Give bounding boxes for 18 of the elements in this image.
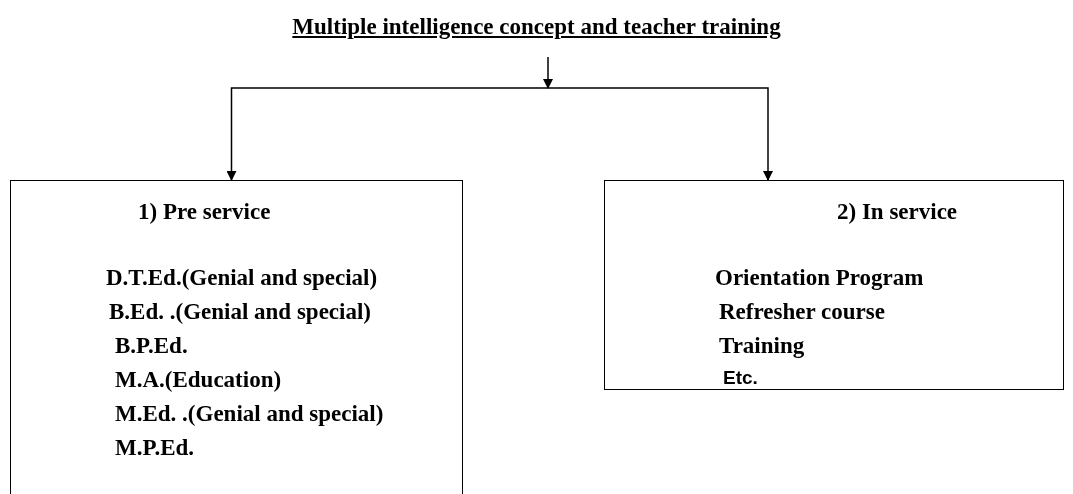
list-item: Orientation Program: [715, 265, 924, 291]
list-item: Training: [719, 333, 805, 359]
box-heading: 1) Pre service: [138, 199, 271, 225]
box-heading: 2) In service: [837, 199, 958, 225]
list-item: M.P.Ed.: [115, 435, 195, 461]
list-item: D.T.Ed.(Genial and special): [106, 265, 378, 291]
list-item: Refresher course: [719, 299, 885, 325]
connector: [547, 87, 773, 181]
arrow: [543, 56, 553, 89]
list-item: B.P.Ed.: [115, 333, 188, 359]
diagram-title: Multiple intelligence concept and teacher training: [292, 14, 781, 39]
in-service-box: [604, 180, 1064, 390]
pre-service-box: [10, 180, 463, 494]
list-item: M.Ed. .(Genial and special): [115, 401, 384, 427]
list-item: M.A.(Education): [115, 367, 282, 393]
list-item: B.Ed. .(Genial and special): [109, 299, 371, 325]
connector: [226, 87, 549, 181]
list-item: Etc.: [723, 367, 758, 389]
